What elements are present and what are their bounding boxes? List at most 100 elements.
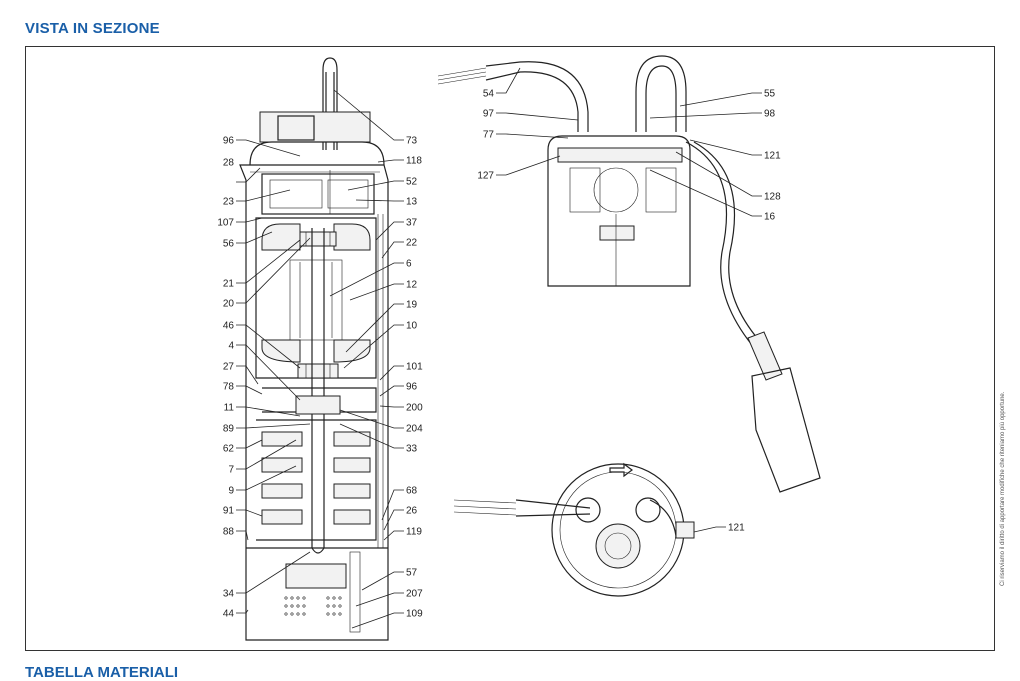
callout-label-left: 91: [223, 506, 235, 517]
callout-leader-line: [236, 423, 311, 429]
callout-leader-line: [236, 217, 263, 223]
callout-label-left: 20: [223, 299, 235, 310]
callout-leader-line: [236, 530, 249, 541]
callout-leader-line: [333, 89, 404, 141]
callout-leader-line: [236, 609, 249, 614]
callout-label-right: 52: [406, 177, 418, 188]
callout-leader-line: [361, 571, 404, 591]
callout-label-right: 12: [406, 280, 418, 291]
callout-label-left: 11: [224, 403, 235, 414]
callout-leader-line: [236, 465, 297, 491]
callout-label-left: 107: [217, 218, 234, 229]
callout-label-right: 119: [406, 527, 422, 538]
callout-leader-line: [381, 489, 404, 521]
callout-label-left: 46: [223, 321, 235, 332]
callout-leader-line: [649, 169, 762, 217]
cable-entry-detail: [437, 55, 821, 493]
callout-leader-line: [236, 237, 311, 304]
callout-label-right: 118: [406, 156, 422, 167]
callout-leader-line: [236, 344, 301, 401]
callout-leader-line: [236, 439, 297, 470]
callout-label-left: 88: [223, 527, 235, 538]
callout-label-right: 6: [406, 259, 412, 270]
callout-label-left: 7: [228, 465, 234, 476]
callout-label-top: 54: [483, 89, 495, 100]
callout-leader-line: [496, 112, 579, 121]
callout-label-left: 4: [228, 341, 234, 352]
callout-leader-line: [379, 365, 404, 381]
callout-leader-line: [679, 92, 762, 107]
callout-leader-line: [236, 365, 259, 385]
callout-leader-line: [236, 385, 263, 395]
callout-label-left: 56: [223, 239, 235, 250]
callout-label-top: 98: [764, 109, 776, 120]
callout-leader-line: [349, 283, 404, 301]
callout-leader-line: [496, 67, 521, 94]
callout-label-right: 19: [406, 300, 418, 311]
callout-leader-line: [339, 423, 404, 449]
callout-label-left: 62: [223, 444, 235, 455]
callout-label-top: 121: [764, 151, 781, 162]
callout-label-left: 96: [223, 136, 235, 147]
callout-leader-line: [236, 551, 311, 594]
callout-leader-line: [236, 167, 261, 183]
callout-leader-line: [383, 530, 404, 541]
callout-leader-line: [236, 324, 301, 369]
callout-label-right: 73: [406, 136, 418, 147]
callout-leader-line: [375, 221, 404, 241]
section-title: VISTA IN SEZIONE: [25, 20, 160, 37]
callout-label-top: 55: [764, 89, 776, 100]
callout-leader-line: [383, 509, 404, 531]
callout-leader-line: [355, 199, 404, 202]
callout-label-left: 27: [223, 362, 235, 373]
callout-label-right: 13: [406, 197, 418, 208]
pump-section-view: [239, 57, 389, 641]
callout-leader-line: [339, 409, 404, 429]
callout-leader-line: [355, 592, 404, 607]
callout-leader-line: [496, 155, 561, 176]
callout-label-right: 101: [406, 362, 423, 373]
callout-leader-line: [649, 112, 762, 119]
callout-label-bottom: 121: [728, 523, 745, 534]
callout-leader-line: [329, 262, 404, 297]
callout-leader-line: [496, 133, 569, 139]
callout-label-top: 16: [764, 212, 776, 223]
callout-label-right: 207: [406, 589, 423, 600]
callout-label-right: 37: [406, 218, 418, 229]
callout-leader-line: [379, 405, 404, 408]
callout-leader-line: [381, 241, 404, 259]
callout-leader-line: [345, 303, 404, 353]
callout-label-left: 78: [223, 382, 235, 393]
callout-leader-line: [343, 324, 404, 369]
callout-label-left: 21: [223, 279, 235, 290]
callout-leaders: 9628231075621204642778118962799188344473…: [217, 67, 781, 629]
callout-leader-line: [236, 439, 263, 449]
callout-leader-line: [347, 180, 404, 191]
callout-label-right: 57: [406, 568, 418, 579]
callout-label-left: 28: [223, 158, 235, 169]
callout-leader-line: [377, 159, 404, 163]
callout-leader-line: [236, 231, 273, 244]
callout-label-left: 44: [223, 609, 235, 620]
drawing-frame: [25, 46, 995, 651]
callout-leader-line: [675, 151, 762, 197]
callout-leader-line: [236, 189, 291, 202]
callout-label-right: 22: [406, 238, 418, 249]
callout-label-top: 77: [483, 130, 495, 141]
callout-label-left: 89: [223, 424, 235, 435]
callout-leader-line: [236, 239, 301, 284]
callout-label-left: 9: [228, 486, 234, 497]
callout-leader-line: [236, 406, 301, 417]
callout-leader-line: [689, 139, 762, 156]
top-view-detail: [453, 462, 695, 597]
callout-leader-line: [236, 509, 263, 517]
callout-leader-line: [693, 526, 726, 533]
impeller-stages: [256, 419, 377, 541]
side-note: Ci riserviamo il diritto di apportare mo…: [1000, 391, 1006, 586]
callout-label-right: 200: [406, 403, 423, 414]
callout-label-right: 96: [406, 382, 418, 393]
callout-label-top: 127: [477, 171, 494, 182]
callout-leader-line: [379, 385, 404, 397]
callout-label-top: 128: [764, 192, 781, 203]
